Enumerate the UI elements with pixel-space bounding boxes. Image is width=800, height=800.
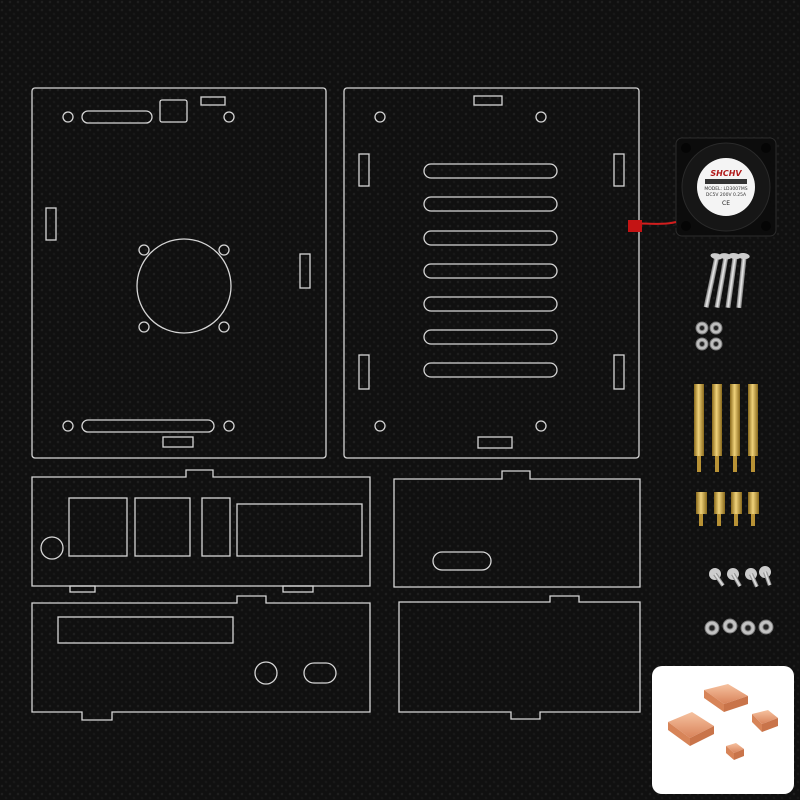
side-panel-ports-bottom (31, 595, 371, 721)
svg-text:CE: CE (722, 200, 730, 207)
long-screws (703, 252, 750, 309)
small-nuts (704, 618, 774, 636)
long-brass-standoffs (694, 384, 758, 472)
heatsink-inset (652, 666, 794, 794)
side-panel-plain-top (393, 470, 641, 588)
copper-heatsinks (668, 684, 778, 760)
side-panel-plain-bottom (398, 595, 641, 720)
svg-text:SHCHV: SHCHV (710, 169, 742, 178)
side-panel-ports-top (31, 469, 371, 593)
hex-nuts (695, 321, 723, 351)
svg-text:DC5V 200V 0.25A: DC5V 200V 0.25A (706, 192, 747, 198)
cooling-fan: SHCHV MODEL: LD3007MS DC5V 200V 0.25A CE (628, 137, 777, 237)
short-brass-standoffs (696, 492, 759, 526)
short-screws (709, 566, 772, 588)
svg-text:MODEL: LD3007MS: MODEL: LD3007MS (704, 186, 747, 192)
top-panel-left (31, 87, 327, 459)
top-panel-right (343, 87, 640, 459)
